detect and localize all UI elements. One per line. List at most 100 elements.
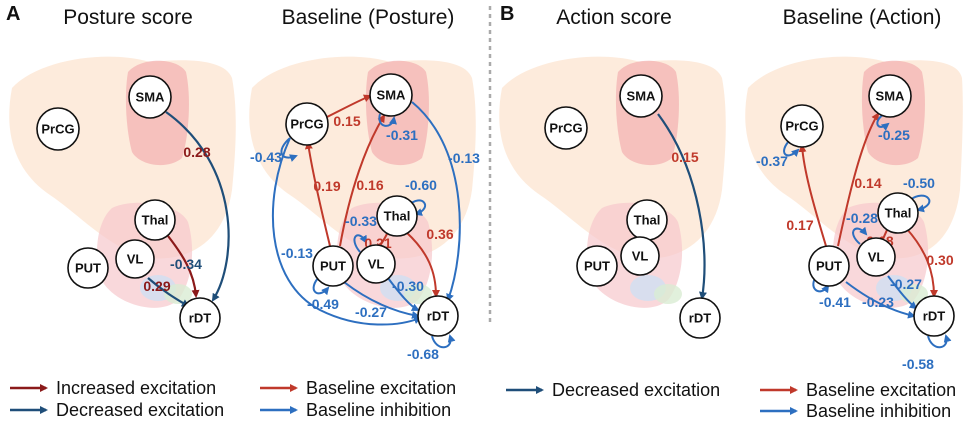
- self-loop-vl: [852, 226, 868, 245]
- self-loop-prcg: [280, 137, 298, 162]
- weight-put-sma: 0.14: [854, 175, 881, 191]
- edge-put-prcg: [304, 141, 331, 247]
- edge-sma-rdt: [165, 111, 230, 302]
- node-put: PUT: [312, 245, 354, 287]
- svg-text:VL: VL: [368, 257, 385, 272]
- svg-text:rDT: rDT: [689, 311, 711, 326]
- edge-vl-rdt: [387, 277, 420, 311]
- weight-put-self: -0.49: [307, 296, 339, 312]
- panel-title-baseline-posture: Baseline (Posture): [282, 6, 455, 29]
- legend-decreased-label: Decreased excitation: [56, 400, 224, 420]
- node-prcg: PrCG: [780, 104, 824, 148]
- node-sma: SMA: [868, 74, 912, 118]
- weight-thal-self: -0.50: [903, 175, 935, 191]
- weight-sma-rdt: 0.15: [671, 149, 698, 165]
- weight-vl-rdt: -0.30: [392, 278, 424, 294]
- node-rdt: rDT: [679, 297, 721, 339]
- self-loop-rdt: [927, 334, 952, 349]
- weight-sma-self: -0.25: [878, 127, 910, 143]
- weight-put-rdt-far: -0.13: [281, 245, 313, 261]
- edge-put-sma: [837, 112, 880, 247]
- panel-letter-a: A: [6, 3, 20, 25]
- legend-increased-label: Increased excitation: [56, 378, 216, 398]
- weight-put-prcg: 0.17: [786, 217, 813, 233]
- weight-put-rdt: -0.23: [862, 294, 894, 310]
- svg-text:PUT: PUT: [816, 259, 842, 274]
- node-thal: Thal: [134, 199, 176, 241]
- edge-put-rdt-far: [271, 137, 422, 326]
- panel-title-action-score: Action score: [556, 6, 672, 29]
- self-loop-thal: [909, 194, 931, 213]
- node-prcg: PrCG: [544, 106, 588, 150]
- legend-baseline-inhibition-label: Baseline inhibition: [806, 401, 951, 421]
- weight-prcg-self: -0.37: [756, 153, 788, 169]
- node-sma: SMA: [128, 75, 172, 119]
- svg-text:Thal: Thal: [384, 209, 411, 224]
- legend-decreased-label: Decreased excitation: [552, 380, 720, 400]
- node-put: PUT: [576, 245, 618, 287]
- node-prcg: PrCG: [285, 102, 329, 146]
- node-rdt: rDT: [913, 295, 955, 337]
- weight-thal-self: -0.60: [405, 177, 437, 193]
- node-vl: VL: [620, 236, 660, 276]
- edge-prcg-sma: [326, 94, 372, 118]
- panel-title-posture-score: Posture score: [63, 6, 193, 29]
- weight-vl-self: -0.28: [846, 210, 878, 226]
- node-put: PUT: [67, 247, 109, 289]
- panel-baseline-posture: 0.15 -0.43 -0.31 -0.13 0.19 0.16 -0.60 -…: [249, 56, 480, 362]
- panel-posture-score: 0.28 -0.34 0.29 SMA PrCG Thal PUT VL rDT: [9, 56, 236, 339]
- panel-action-score: 0.15 SMA PrCG Thal PUT VL rDT: [499, 56, 726, 339]
- edge-thal-rdt: [405, 231, 440, 298]
- node-vl: VL: [856, 237, 896, 277]
- weight-vl-self: -0.33: [345, 213, 377, 229]
- legend-baseline-inhibition-label: Baseline inhibition: [306, 400, 451, 420]
- weight-thal-rdt: 0.29: [143, 278, 170, 294]
- weight-sma-self: -0.31: [386, 127, 418, 143]
- edge-put-rdt: [343, 281, 420, 319]
- weight-vl-rdt: -0.27: [890, 276, 922, 292]
- self-loop-prcg: [783, 139, 800, 158]
- weight-put-self: -0.41: [819, 294, 851, 310]
- node-prcg: PrCG: [36, 107, 80, 151]
- svg-text:Thal: Thal: [634, 213, 661, 228]
- svg-text:rDT: rDT: [923, 309, 945, 324]
- svg-text:SMA: SMA: [136, 90, 166, 105]
- svg-text:VL: VL: [127, 252, 144, 267]
- weight-thal-rdt: 0.36: [426, 226, 453, 242]
- panel-baseline-action: -0.37 -0.25 0.14 -0.50 0.17 -0.28 0.18 0…: [745, 56, 963, 372]
- svg-text:rDT: rDT: [189, 311, 211, 326]
- weight-prcg-sma: 0.15: [333, 113, 360, 129]
- weight-rdt-self: -0.68: [407, 346, 439, 362]
- svg-text:Thal: Thal: [885, 206, 912, 221]
- legend-panel-a: Increased excitation Decreased excitatio…: [10, 378, 456, 420]
- edge-put-rdt: [845, 281, 916, 319]
- weight-sma-rdt: 0.28: [183, 144, 210, 160]
- svg-text:Thal: Thal: [142, 213, 169, 228]
- node-thal: Thal: [376, 195, 418, 237]
- svg-text:SMA: SMA: [627, 89, 657, 104]
- svg-text:VL: VL: [632, 249, 649, 264]
- weight-vl-rdt: -0.34: [170, 256, 202, 272]
- legend-baseline-excitation-label: Baseline excitation: [806, 380, 956, 400]
- weight-put-rdt: -0.27: [355, 304, 387, 320]
- edge-put-sma: [339, 114, 386, 247]
- svg-text:SMA: SMA: [377, 88, 407, 103]
- node-thal: Thal: [626, 199, 668, 241]
- edge-vl-rdt: [887, 275, 918, 310]
- svg-text:PUT: PUT: [75, 261, 101, 276]
- weight-prcg-self: -0.43: [250, 149, 282, 165]
- svg-text:PrCG: PrCG: [549, 121, 582, 136]
- weight-rdt-self: -0.58: [902, 356, 934, 372]
- svg-text:PrCG: PrCG: [41, 122, 74, 137]
- node-sma: SMA: [369, 73, 413, 117]
- weight-thal-rdt: 0.30: [926, 252, 953, 268]
- legend-baseline-excitation-label: Baseline excitation: [306, 378, 456, 398]
- node-put: PUT: [808, 245, 850, 287]
- edge-put-prcg: [798, 144, 827, 247]
- node-vl: VL: [115, 239, 155, 279]
- edge-sma-rdt: [657, 113, 707, 300]
- weight-put-prcg: 0.19: [313, 178, 340, 194]
- node-thal: Thal: [877, 192, 919, 234]
- legend-panel-b: Decreased excitation Baseline excitation…: [506, 380, 956, 421]
